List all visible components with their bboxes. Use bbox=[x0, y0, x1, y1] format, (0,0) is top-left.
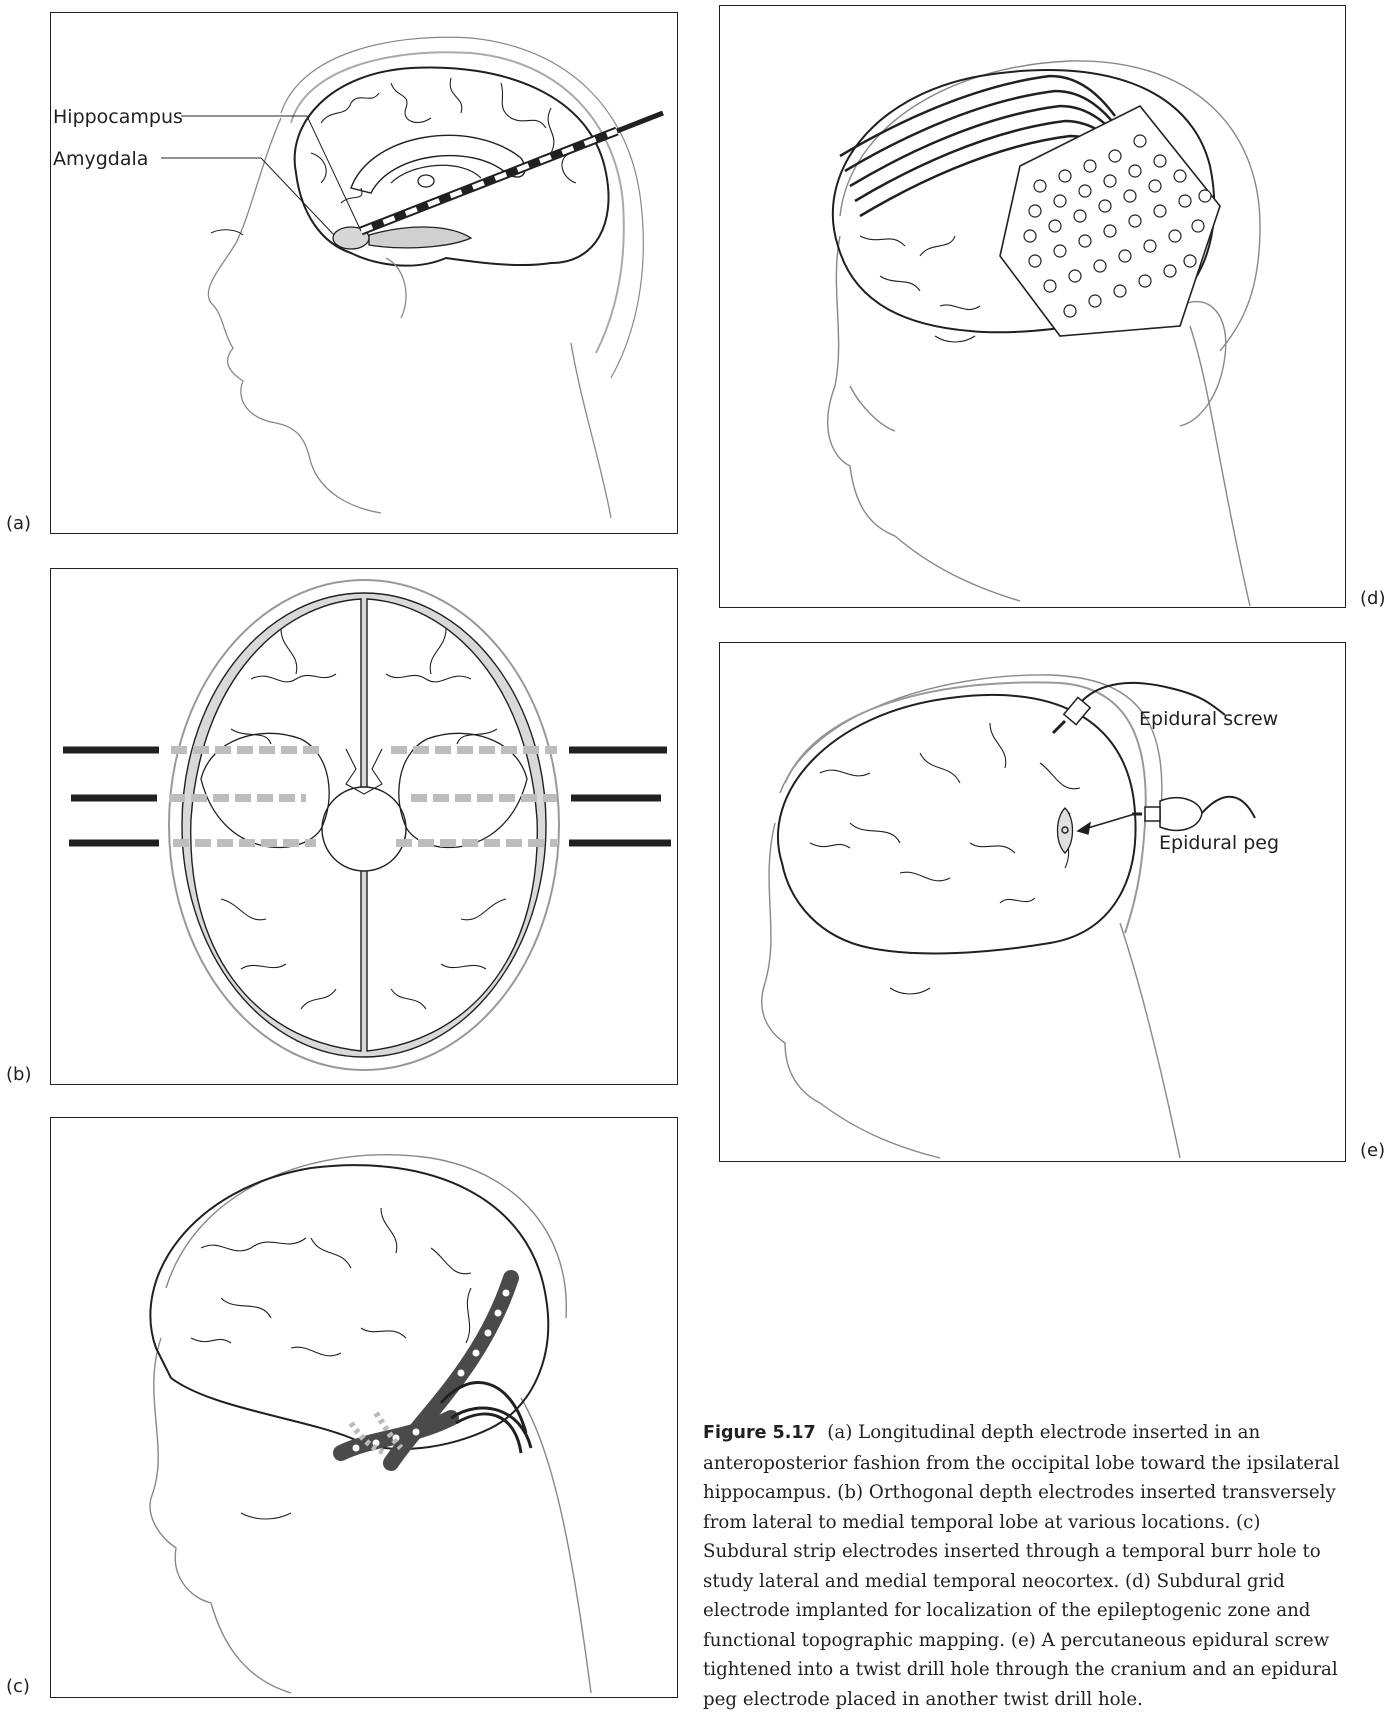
panel-e: Epidural screw Epidural peg bbox=[719, 642, 1346, 1162]
subdural-grid-illustration bbox=[720, 6, 1345, 607]
figure-number: Figure 5.17 bbox=[703, 1423, 816, 1443]
hippocampus-label: Hippocampus bbox=[53, 106, 183, 128]
caption-text: (a) Longitudinal depth electrode inserte… bbox=[703, 1422, 1339, 1710]
panel-b-label: (b) bbox=[6, 1064, 31, 1085]
subdural-strip-illustration bbox=[51, 1118, 677, 1697]
panel-b bbox=[50, 568, 678, 1085]
panel-d-label: (d) bbox=[1360, 588, 1385, 609]
panel-c-label: (c) bbox=[6, 1676, 30, 1697]
axial-brain-illustration bbox=[51, 569, 677, 1084]
sagittal-brain-illustration: Hippocampus Amygdala bbox=[51, 13, 677, 533]
panel-a: Hippocampus Amygdala bbox=[50, 12, 678, 534]
epidural-screw-label: Epidural screw bbox=[1139, 708, 1278, 730]
panel-c bbox=[50, 1117, 678, 1698]
panel-e-label: (e) bbox=[1360, 1140, 1385, 1161]
figure-caption: Figure 5.17 (a) Longitudinal depth elect… bbox=[703, 1418, 1348, 1714]
panel-a-label: (a) bbox=[6, 513, 31, 534]
panel-d bbox=[719, 5, 1346, 608]
epidural-peg-label: Epidural peg bbox=[1159, 832, 1279, 854]
amygdala-label: Amygdala bbox=[53, 148, 148, 170]
epidural-electrode-illustration: Epidural screw Epidural peg bbox=[720, 643, 1345, 1161]
